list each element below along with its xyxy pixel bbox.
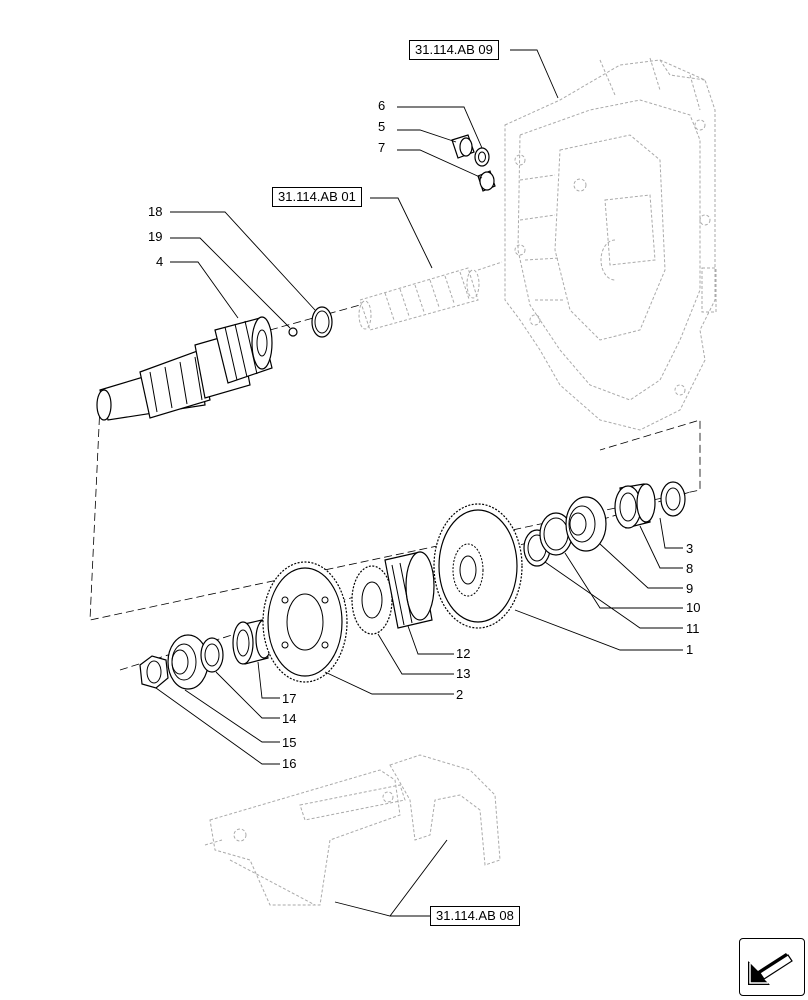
reference-box-31-114-ab-09[interactable]: 31.114.AB 09: [409, 40, 499, 60]
callout-11: 11: [686, 621, 700, 636]
splined-shaft-ghost: [358, 261, 503, 331]
callout-6: 6: [378, 98, 386, 113]
bearing-part-9[interactable]: [565, 496, 607, 552]
callout-13: 13: [456, 666, 471, 681]
ring-part-8[interactable]: [614, 483, 656, 529]
callout-4: 4: [156, 254, 164, 269]
callout-3: 3: [686, 541, 694, 556]
callout-8: 8: [686, 561, 694, 576]
arrow-icon: [748, 953, 793, 985]
ball-part-19[interactable]: [288, 327, 298, 337]
main-shaft-part-4[interactable]: [96, 316, 273, 421]
callout-7: 7: [378, 140, 386, 155]
navigation-button[interactable]: [739, 938, 805, 996]
callout-10: 10: [686, 600, 701, 615]
callout-5: 5: [378, 119, 386, 134]
callout-15: 15: [282, 735, 297, 750]
gear-part-2[interactable]: [262, 561, 348, 683]
gear-part-1[interactable]: [433, 503, 523, 629]
shift-fork-ghost: [204, 754, 501, 906]
synchro-part-12[interactable]: [384, 551, 435, 629]
shim-part-3[interactable]: [660, 481, 686, 517]
leader-lines: [155, 49, 683, 917]
reference-box-31-114-ab-01[interactable]: 31.114.AB 01: [272, 187, 362, 207]
callout-12: 12: [456, 646, 471, 661]
callout-1: 1: [686, 642, 694, 657]
plug-part-5[interactable]: [451, 134, 475, 159]
hub-part-13[interactable]: [351, 565, 393, 635]
callout-17: 17: [282, 691, 297, 706]
nut-part-16[interactable]: [139, 655, 169, 689]
gearbox-housing-ghost: [504, 57, 717, 431]
callout-9: 9: [686, 581, 694, 596]
washer-part-6[interactable]: [474, 147, 490, 167]
cap-part-7[interactable]: [477, 170, 496, 192]
callout-18: 18: [148, 204, 163, 219]
callout-16: 16: [282, 756, 297, 771]
callout-14: 14: [282, 711, 297, 726]
circlip-part-10[interactable]: [539, 512, 573, 556]
circlip-part-18[interactable]: [311, 306, 333, 338]
callout-2: 2: [456, 687, 464, 702]
reference-box-31-114-ab-08[interactable]: 31.114.AB 08: [430, 906, 520, 926]
callout-19: 19: [148, 229, 163, 244]
spacer-part-14[interactable]: [200, 637, 224, 673]
